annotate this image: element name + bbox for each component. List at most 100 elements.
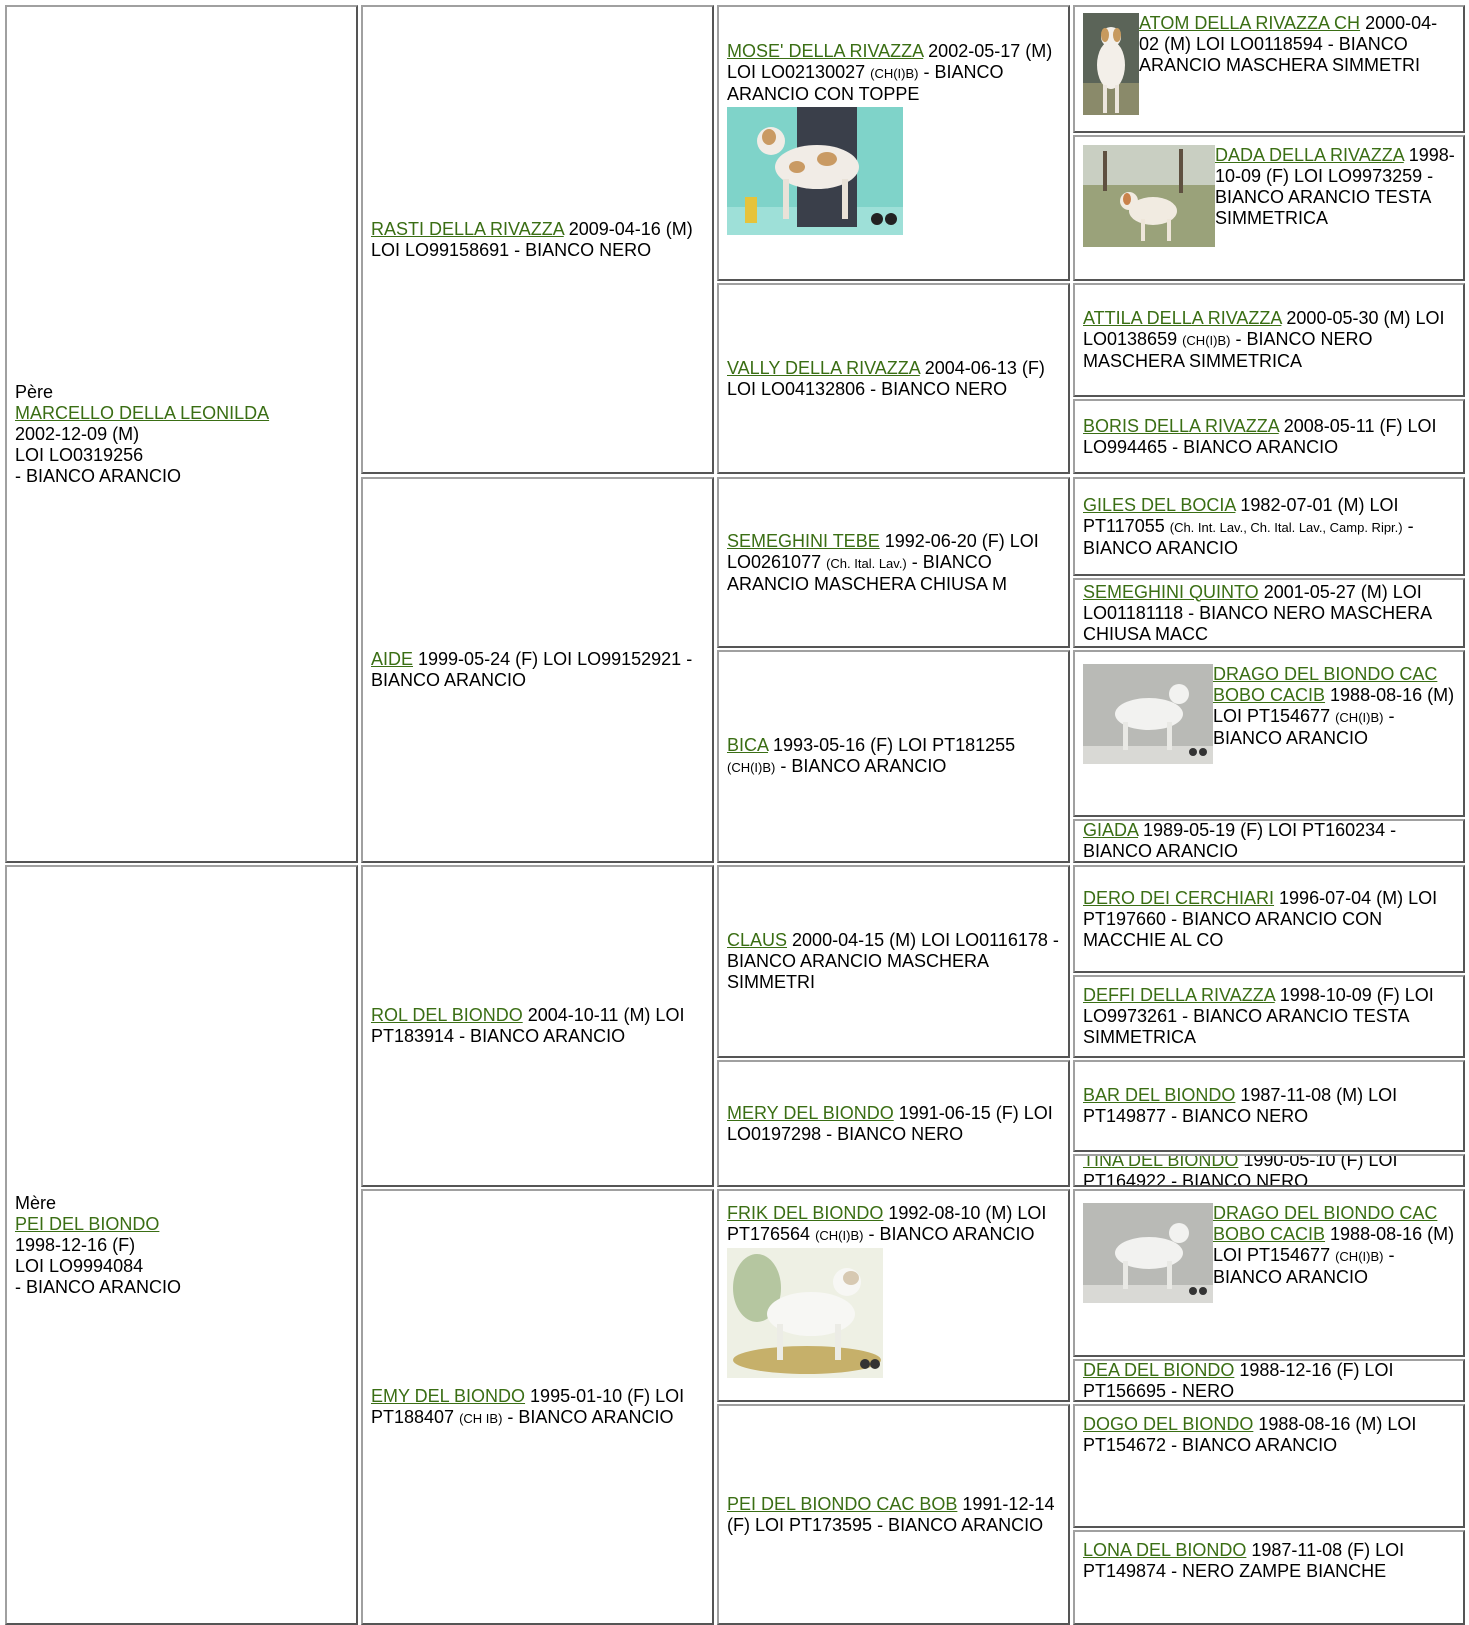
- dog-title: (CH(I)B): [815, 1228, 864, 1243]
- dog-info: 1988-08-16 (M) LOI PT154672 - BIANCO ARA…: [1083, 1414, 1417, 1455]
- dog-link-frik[interactable]: FRIK DEL BIONDO: [727, 1203, 884, 1223]
- pedigree-cell-tina: TINA DEL BIONDO 1990-05-10 (F) LOI PT164…: [1073, 1154, 1465, 1187]
- dam-label: Mère: [15, 1192, 57, 1213]
- dog-info: 1987-11-08 (F) LOI PT149874 - NERO ZAMPE…: [1083, 1540, 1405, 1581]
- dog-info: 1988-12-16 (F) LOI PT156695 - NERO: [1083, 1359, 1394, 1401]
- dog-link-mery[interactable]: MERY DEL BIONDO: [727, 1102, 894, 1123]
- dog-link-giles[interactable]: GILES DEL BOCIA: [1083, 494, 1236, 515]
- dog-link-emy[interactable]: EMY DEL BIONDO: [371, 1385, 526, 1406]
- dog-link-drago-2[interactable]: DRAGO DEL BIONDO CAC BOBO CACIB: [1213, 1203, 1438, 1244]
- dog-link-dogo[interactable]: DOGO DEL BIONDO: [1083, 1414, 1254, 1434]
- dam-cell: Mère PEI DEL BIONDO 1998-12-16 (F) LOI L…: [5, 865, 358, 1625]
- dog-link-aide[interactable]: AIDE: [371, 649, 414, 669]
- dam-loi: LOI LO9994084: [15, 1255, 144, 1276]
- pedigree-cell-mose: MOSE' DELLA RIVAZZA 2002-05-17 (M) LOI L…: [717, 5, 1070, 281]
- dam-dob: 1998-12-16 (F): [15, 1234, 136, 1255]
- dog-link-dero[interactable]: DERO DEI CERCHIARI: [1083, 887, 1275, 908]
- dog-link-boris[interactable]: BORIS DELLA RIVAZZA: [1083, 415, 1279, 436]
- pedigree-cell-aide: AIDE 1999-05-24 (F) LOI LO99152921 - BIA…: [361, 477, 714, 863]
- dog-link-claus[interactable]: CLAUS: [727, 930, 788, 950]
- pedigree-cell-bica: BICA 1993-05-16 (F) LOI PT181255 (CH(I)B…: [717, 650, 1070, 863]
- dog-link-rasti[interactable]: RASTI DELLA RIVAZZA: [371, 218, 564, 239]
- dog-info: 1987-11-08 (M) LOI PT149877 - BIANCO NER…: [1083, 1085, 1398, 1126]
- dog-info: 1991-12-14 (F) LOI PT173595 - BIANCO ARA…: [727, 1493, 1055, 1535]
- dog-info: 2004-10-11 (M) LOI PT183914 - BIANCO ARA…: [371, 1005, 685, 1046]
- dog-photo: [727, 107, 903, 235]
- dog-link-giada[interactable]: GIADA: [1083, 820, 1139, 840]
- dog-title: (CH(I)B): [1182, 333, 1231, 348]
- pedigree-cell-attila: ATTILA DELLA RIVAZZA 2000-05-30 (M) LOI …: [1073, 283, 1465, 397]
- dog-info: 1996-07-04 (M) LOI PT197660 - BIANCO ARA…: [1083, 887, 1438, 950]
- sire-label: Père: [15, 381, 54, 402]
- dam-link[interactable]: PEI DEL BIONDO: [15, 1213, 160, 1234]
- pedigree-cell-semeghini-tebe: SEMEGHINI TEBE 1992-06-20 (F) LOI LO0261…: [717, 477, 1070, 648]
- dog-info: 1990-05-10 (F) LOI PT164922 - BIANCO NER…: [1083, 1154, 1398, 1187]
- dog-link-bica[interactable]: BICA: [727, 735, 769, 755]
- dog-link-tina[interactable]: TINA DEL BIONDO: [1083, 1154, 1239, 1170]
- dog-title: (Ch. Int. Lav., Ch. Ital. Lav., Camp. Ri…: [1169, 519, 1403, 535]
- pedigree-cell-giles: GILES DEL BOCIA 1982-07-01 (M) LOI PT117…: [1073, 477, 1465, 576]
- dog-link-drago-1[interactable]: DRAGO DEL BIONDO CAC BOBO CACIB: [1213, 664, 1438, 705]
- dog-info: 1998-10-09 (F) LOI LO9973259 - BIANCO AR…: [1215, 145, 1455, 228]
- dog-info: 1998-10-09 (F) LOI LO9973261 - BIANCO AR…: [1083, 985, 1434, 1047]
- dog-link-dea[interactable]: DEA DEL BIONDO: [1083, 1359, 1235, 1380]
- dog-link-pei-bob[interactable]: PEI DEL BIONDO CAC BOB: [727, 1493, 958, 1514]
- dog-info: 1999-05-24 (F) LOI LO99152921 - BIANCO A…: [371, 649, 693, 690]
- dog-link-lona[interactable]: LONA DEL BIONDO: [1083, 1540, 1247, 1560]
- dog-info: - BIANCO ARANCIO MASCHERA CHIUSA M: [727, 551, 1008, 594]
- pedigree-cell-giada: GIADA 1989-05-19 (F) LOI PT160234 - BIAN…: [1073, 819, 1465, 863]
- dog-info: 1982-07-01 (M) LOI PT117055: [1083, 494, 1399, 536]
- dog-photo: [1083, 145, 1215, 247]
- sire-loi: LOI LO0319256: [15, 444, 144, 465]
- dog-info: 2008-05-11 (F) LOI LO994465 - BIANCO ARA…: [1083, 415, 1437, 457]
- pedigree-cell-rasti: RASTI DELLA RIVAZZA 2009-04-16 (M) LOI L…: [361, 5, 714, 474]
- pedigree-cell-dero: DERO DEI CERCHIARI 1996-07-04 (M) LOI PT…: [1073, 865, 1465, 973]
- pedigree-cell-atom: ATOM DELLA RIVAZZA CH 2000-04-02 (M) LOI…: [1073, 5, 1465, 133]
- dog-info: - BIANCO ARANCIO: [863, 1224, 1035, 1244]
- dog-title: (CH(I)B): [727, 760, 776, 775]
- dog-link-semeghini-quinto[interactable]: SEMEGHINI QUINTO: [1083, 581, 1259, 602]
- pedigree-cell-bar: BAR DEL BIONDO 1987-11-08 (M) LOI PT1498…: [1073, 1060, 1465, 1152]
- pedigree-cell-mery: MERY DEL BIONDO 1991-06-15 (F) LOI LO019…: [717, 1060, 1070, 1187]
- pedigree-cell-dada: DADA DELLA RIVAZZA 1998-10-09 (F) LOI LO…: [1073, 135, 1465, 281]
- dam-color: - BIANCO ARANCIO: [15, 1276, 182, 1297]
- dog-info: 2004-06-13 (F) LOI LO04132806 - BIANCO N…: [727, 357, 1045, 399]
- dog-info: 1995-01-10 (F) LOI PT188407: [371, 1385, 685, 1427]
- dog-link-atom[interactable]: ATOM DELLA RIVAZZA CH: [1139, 13, 1361, 33]
- pedigree-cell-pei-bob: PEI DEL BIONDO CAC BOB 1991-12-14 (F) LO…: [717, 1404, 1070, 1625]
- dog-link-bar[interactable]: BAR DEL BIONDO: [1083, 1085, 1236, 1105]
- pedigree-cell-dogo: DOGO DEL BIONDO 1988-08-16 (M) LOI PT154…: [1073, 1404, 1465, 1528]
- dog-link-vally[interactable]: VALLY DELLA RIVAZZA: [727, 357, 920, 378]
- dog-link-deffi[interactable]: DEFFI DELLA RIVAZZA: [1083, 985, 1275, 1005]
- dog-title: (Ch. Ital. Lav.): [826, 555, 907, 571]
- dog-title: (CH(I)B): [870, 66, 919, 81]
- pedigree-cell-emy: EMY DEL BIONDO 1995-01-10 (F) LOI PT1884…: [361, 1189, 714, 1625]
- dog-info: - BIANCO ARANCIO CON TOPPE: [727, 62, 1004, 104]
- dog-link-dada[interactable]: DADA DELLA RIVAZZA: [1215, 145, 1404, 165]
- dog-info: 1991-06-15 (F) LOI LO0197298 - BIANCO NE…: [727, 1102, 1053, 1144]
- pedigree-cell-dea: DEA DEL BIONDO 1988-12-16 (F) LOI PT1566…: [1073, 1359, 1465, 1402]
- pedigree-cell-vally: VALLY DELLA RIVAZZA 2004-06-13 (F) LOI L…: [717, 283, 1070, 474]
- pedigree-cell-claus: CLAUS 2000-04-15 (M) LOI LO0116178 - BIA…: [717, 865, 1070, 1058]
- dog-info: 1992-06-20 (F) LOI LO0261077: [727, 530, 1039, 572]
- dog-link-rol[interactable]: ROL DEL BIONDO: [371, 1005, 523, 1025]
- dog-info: 2000-04-02 (M) LOI LO0118594 - BIANCO AR…: [1139, 13, 1438, 75]
- dog-info: 1993-05-16 (F) LOI PT181255: [768, 735, 1016, 755]
- dog-title: (CH(I)B): [1335, 1249, 1384, 1264]
- dog-link-semeghini-tebe[interactable]: SEMEGHINI TEBE: [727, 530, 880, 551]
- dog-info: 1992-08-10 (M) LOI PT176564: [727, 1203, 1047, 1244]
- dog-photo: [1083, 13, 1139, 115]
- sire-color: - BIANCO ARANCIO: [15, 465, 182, 486]
- dog-link-mose[interactable]: MOSE' DELLA RIVAZZA: [727, 41, 924, 61]
- pedigree-cell-lona: LONA DEL BIONDO 1987-11-08 (F) LOI PT149…: [1073, 1530, 1465, 1625]
- dog-photo: [1083, 1203, 1213, 1303]
- pedigree-cell-semeghini-quinto: SEMEGHINI QUINTO 2001-05-27 (M) LOI LO01…: [1073, 578, 1465, 648]
- dog-info: - BIANCO ARANCIO: [1213, 706, 1395, 748]
- dog-info: 2000-05-30 (M) LOI LO0138659: [1083, 308, 1445, 349]
- sire-link[interactable]: MARCELLO DELLA LEONILDA: [15, 402, 270, 423]
- dog-photo: [727, 1248, 883, 1378]
- dog-link-attila[interactable]: ATTILA DELLA RIVAZZA: [1083, 308, 1282, 328]
- dog-info: 1988-08-16 (M) LOI PT154677: [1213, 1224, 1455, 1265]
- pedigree-cell-rol: ROL DEL BIONDO 2004-10-11 (M) LOI PT1839…: [361, 865, 714, 1187]
- pedigree-cell-frik: FRIK DEL BIONDO 1992-08-10 (M) LOI PT176…: [717, 1189, 1070, 1402]
